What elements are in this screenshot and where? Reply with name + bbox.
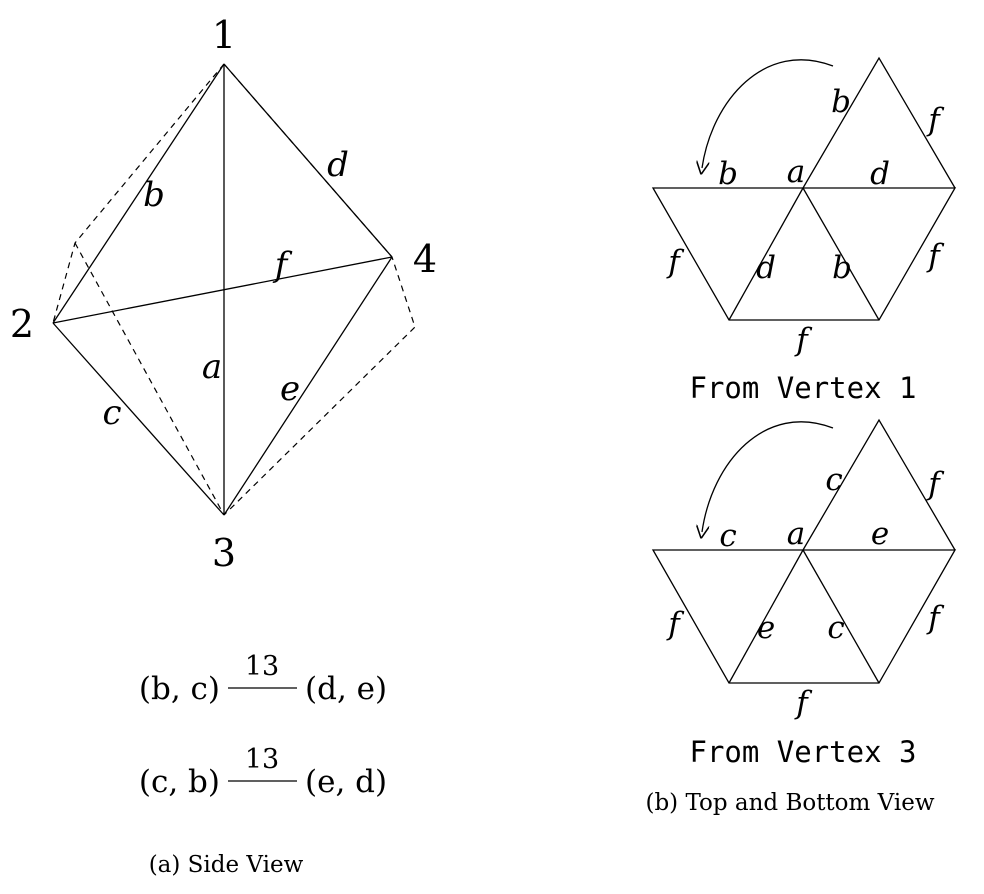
label-left: f [666,606,685,642]
edge-label-a: a [202,347,222,387]
top-view-title: From Vertex 1 [690,371,917,405]
label-up-left: b [831,84,851,120]
spoke [802,187,880,321]
label-bottom: f [794,685,813,721]
label-mid-right: d [870,156,890,192]
dashed-edge [223,63,416,516]
edge-d [223,63,393,258]
spoke [728,549,804,684]
label-bottom: f [794,322,813,358]
label-up-right: f [926,102,945,138]
edge-c [52,322,225,516]
label-mid-right: e [871,516,889,552]
relation-right: (e, d) [305,764,387,800]
label-left: f [666,244,685,280]
spoke [802,549,880,684]
label-up-left: c [825,462,842,498]
label-mid-left: c [719,518,736,554]
top-triangle [802,56,956,189]
relation-left: (c, b) [139,764,220,800]
top-view: b f b a d f d b f f From Vertex 1 [651,56,957,405]
bottom-view-title: From Vertex 3 [690,735,917,769]
curved-arrow [702,421,834,532]
relation-left: (b, c) [139,671,220,707]
hexagon-outline [651,549,957,684]
edge-f [52,256,393,324]
relation-1: (b, c) 13 (d, e) [139,651,387,707]
side-view: 1 2 3 4 a b c d e f (b, c) 13 (d, e) (c,… [10,13,437,878]
vertex-2-label: 2 [10,302,34,346]
vertex-3-label: 3 [212,531,236,575]
label-inner-left: e [757,610,775,646]
label-inner-right: b [832,250,852,286]
relation-2: (c, b) 13 (e, d) [139,744,387,800]
label-center: a [787,516,805,552]
label-up-right: f [926,466,945,502]
top-triangle [802,418,956,551]
vertex-1-label: 1 [212,13,236,57]
vertex-4-label: 4 [413,237,437,281]
relation-right: (d, e) [305,671,387,707]
edge-label-f: f [272,245,293,285]
label-right: f [926,238,945,274]
bottom-view: c f c a e f e c f f From Vertex 3 [651,418,957,769]
edge-e [223,256,393,516]
dashed-edge [74,242,225,516]
label-center: a [787,154,805,190]
right-caption: (b) Top and Bottom View [645,790,934,816]
edge-label-c: c [102,393,121,433]
relation-over: 13 [245,651,279,682]
label-inner-right: c [827,610,844,646]
relation-over: 13 [245,744,279,775]
edge-label-b: b [143,175,165,215]
label-mid-left: b [718,156,738,192]
spoke [728,187,804,321]
label-inner-left: d [756,250,776,286]
edge-b [52,63,225,324]
edge-label-e: e [280,369,300,409]
side-view-caption: (a) Side View [149,852,304,878]
label-right: f [926,600,945,636]
hexagon-outline [651,187,957,321]
edge-label-d: d [327,145,349,185]
curved-arrow [702,59,834,168]
